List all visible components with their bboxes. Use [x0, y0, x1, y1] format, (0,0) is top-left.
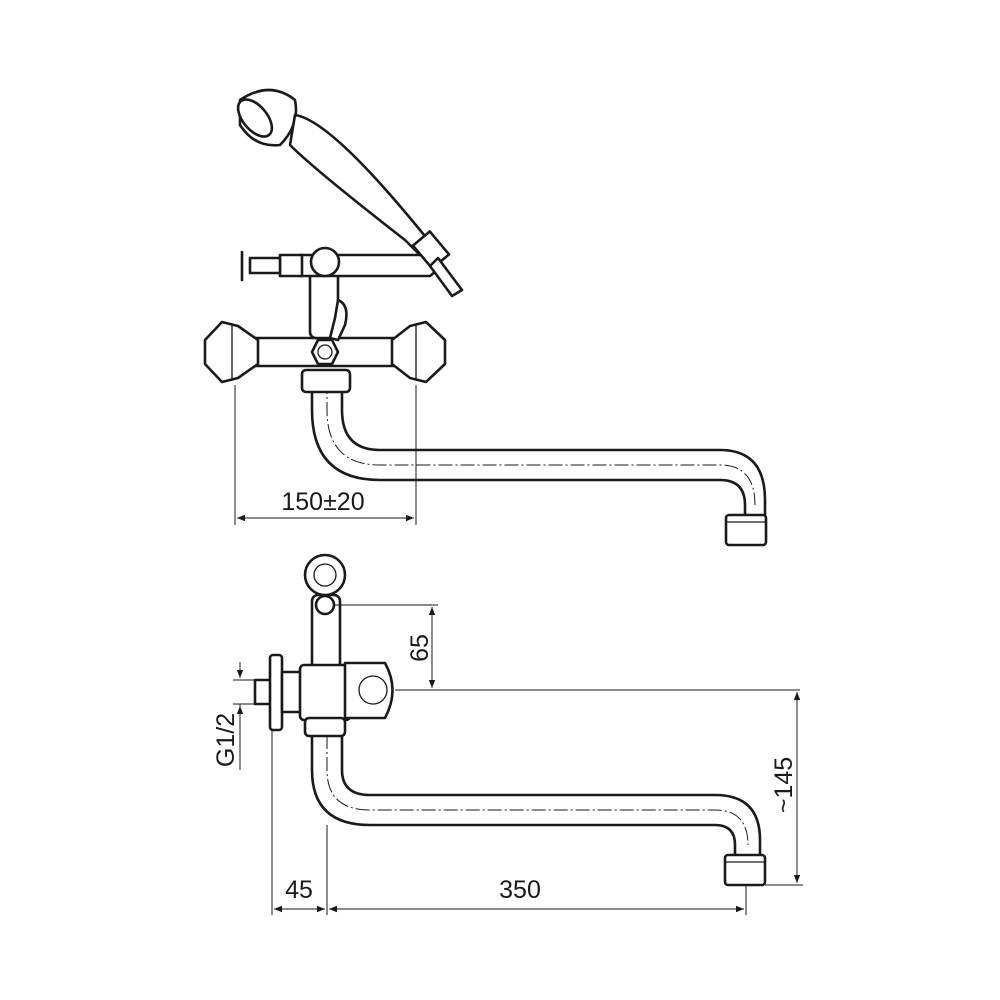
- wall-connection: [253, 653, 394, 738]
- dimension-150: 150±20: [234, 385, 417, 525]
- front-view: 150±20: [203, 88, 768, 547]
- hand-shower: [236, 88, 464, 298]
- diverter: [240, 246, 439, 342]
- left-handle: [203, 320, 260, 384]
- spout-side: [310, 733, 767, 887]
- dimension-label-width: 150±20: [281, 488, 364, 516]
- dimension-label-holder-height: 65: [406, 634, 434, 662]
- dimension-145: ~145: [765, 692, 803, 886]
- mixer-body: [253, 336, 397, 394]
- dimension-label-spout-reach: 350: [499, 876, 541, 904]
- dimension-horizontal: 45 350: [271, 730, 747, 915]
- dimension-label-spout-drop: ~145: [770, 757, 798, 813]
- dimension-thread: G1/2: [212, 662, 256, 770]
- spout-front: [310, 378, 768, 547]
- holder: [303, 553, 347, 672]
- hex-nut: [310, 338, 340, 366]
- side-view: 65 ~145 G1/2 45 350: [212, 553, 803, 915]
- right-handle: [390, 320, 447, 384]
- dimension-65: 65: [335, 604, 800, 691]
- dimension-label-wall-offset: 45: [285, 876, 313, 904]
- dimension-label-thread: G1/2: [212, 713, 240, 767]
